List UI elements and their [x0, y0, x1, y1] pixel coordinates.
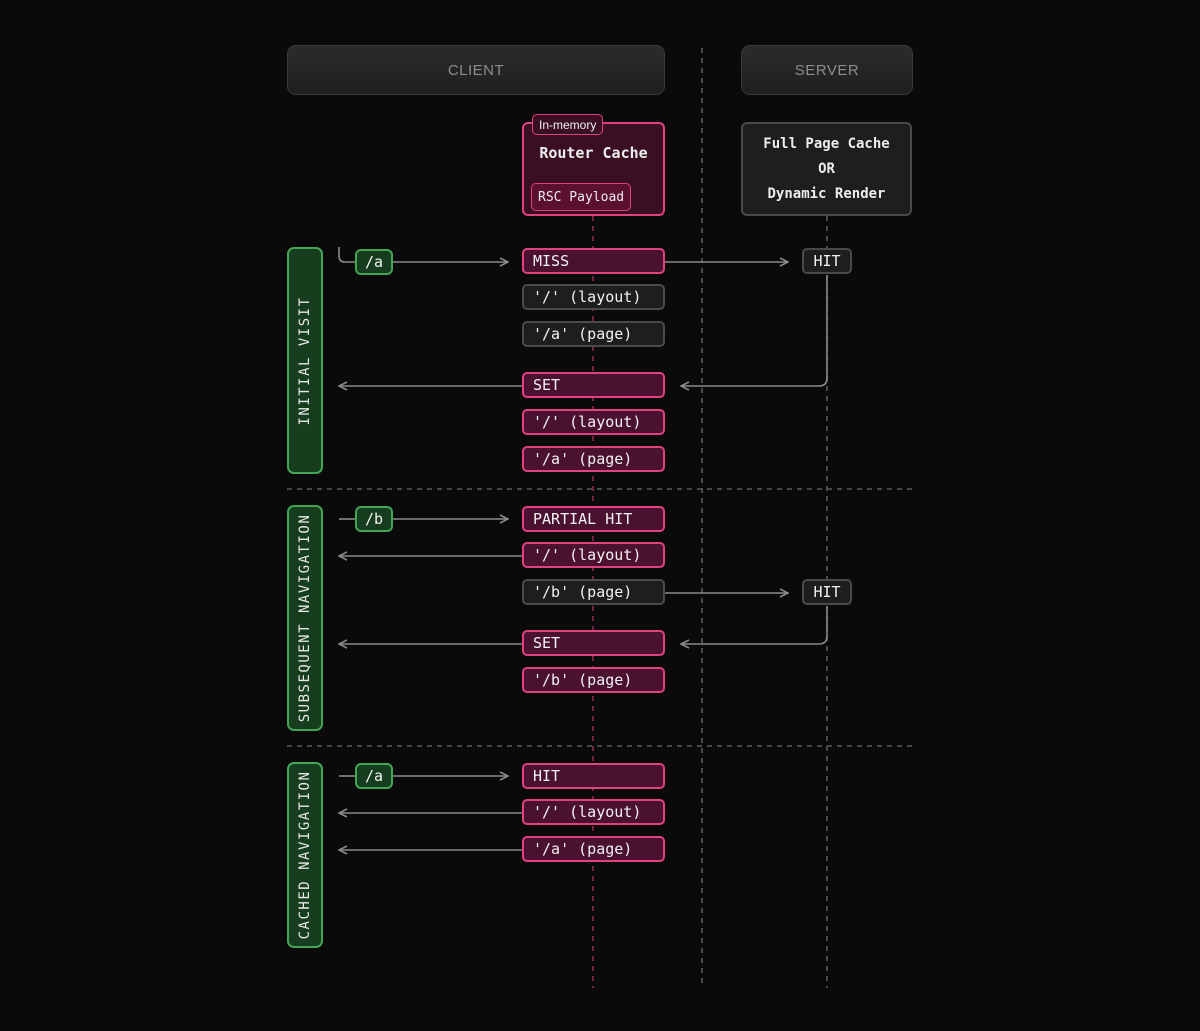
or-label: OR	[818, 160, 835, 177]
server-response-line	[681, 275, 828, 386]
layout-cached-pill: '/' (layout)	[522, 542, 665, 568]
page-stored-pill: '/b' (page)	[522, 667, 665, 693]
in-memory-tag: In-memory	[532, 114, 604, 135]
partial-hit-pill: PARTIAL HIT	[522, 506, 665, 532]
phase-label: CACHED NAVIGATION	[297, 770, 313, 940]
phase-subsequent-navigation: SUBSEQUENT NAVIGATION	[287, 505, 323, 731]
route-badge-b: /b	[355, 506, 393, 532]
router-cache-box: In-memory Router Cache RSC Payload	[522, 114, 665, 216]
server-column-header: SERVER	[741, 45, 913, 95]
phase-initial-visit: INITIAL VISIT	[287, 247, 323, 474]
client-column-header: CLIENT	[287, 45, 665, 95]
miss-pill: MISS	[522, 248, 665, 274]
layout-cached-pill: '/' (layout)	[522, 799, 665, 825]
layout-stored-pill: '/' (layout)	[522, 409, 665, 435]
page-lookup-pill: '/a' (page)	[522, 321, 665, 347]
router-cache-title: Router Cache	[539, 144, 648, 162]
full-page-cache-label: Full Page Cache	[763, 135, 890, 152]
phase-label: INITIAL VISIT	[297, 295, 313, 426]
layout-lookup-pill: '/' (layout)	[522, 284, 665, 310]
server-response-line	[681, 606, 828, 644]
phase-cached-navigation: CACHED NAVIGATION	[287, 762, 323, 948]
page-missing-pill: '/b' (page)	[522, 579, 665, 605]
route-badge-a: /a	[355, 249, 393, 275]
request-corner	[338, 247, 355, 263]
hit-pill: HIT	[522, 763, 665, 789]
route-badge-a: /a	[355, 763, 393, 789]
page-cached-pill: '/a' (page)	[522, 836, 665, 862]
set-pill: SET	[522, 630, 665, 656]
rsc-payload-badge: RSC Payload	[531, 183, 632, 211]
page-stored-pill: '/a' (page)	[522, 446, 665, 472]
server-hit-pill: HIT	[802, 579, 852, 605]
phase-label: SUBSEQUENT NAVIGATION	[297, 513, 313, 723]
dynamic-render-label: Dynamic Render	[767, 185, 886, 202]
server-hit-pill: HIT	[802, 248, 852, 274]
set-pill: SET	[522, 372, 665, 398]
server-render-box: Full Page Cache OR Dynamic Render	[741, 122, 912, 216]
